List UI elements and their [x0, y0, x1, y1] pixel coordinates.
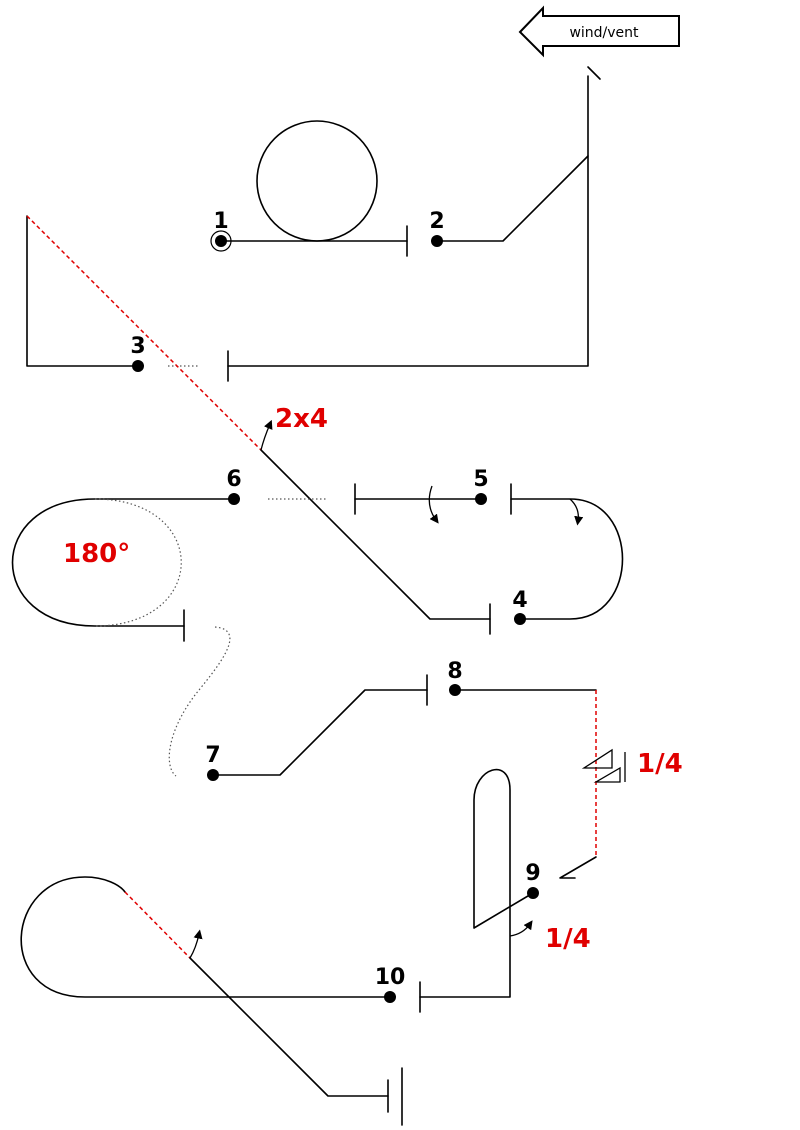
point-4-label: 4: [512, 588, 527, 613]
path-2-3: [227, 155, 589, 367]
point-4-dot: [514, 613, 526, 625]
roll-arrow-10: [189, 929, 203, 959]
figure-7-8: [212, 674, 428, 776]
snap-segment: [26, 215, 262, 451]
snap-symbol: [581, 748, 626, 783]
point-labels: 1 2 3 4 5 6 7 8 9 10: [130, 209, 540, 990]
figure-loop-1-2: [219, 120, 408, 257]
figure-2-3: [168, 66, 601, 382]
path-down-4: [260, 449, 491, 620]
point-10-label: 10: [375, 965, 406, 990]
point-markers: [132, 230, 539, 1003]
figure-6-7: [11, 498, 235, 777]
point-8-dot: [449, 684, 461, 696]
roll-annotation-2: 1/4: [545, 924, 591, 954]
point-7-dot: [207, 769, 219, 781]
point-9-dot: [527, 887, 539, 899]
humpty-9-10: [419, 768, 534, 998]
point-6-dot: [228, 493, 240, 505]
roll-arrow-9: [509, 920, 533, 937]
start-ring: [210, 230, 232, 252]
point-3-dot: [132, 360, 144, 372]
point-1-label: 1: [213, 209, 228, 234]
point-2-label: 2: [429, 209, 444, 234]
turn-annotation: 180°: [63, 539, 130, 569]
point-5-dot: [475, 493, 487, 505]
point-10-dot: [384, 991, 396, 1003]
path-9-flick: [559, 856, 597, 879]
dotted-connector-7: [168, 626, 231, 777]
figure-3-4: [26, 215, 491, 635]
point-3-label: 3: [130, 334, 145, 359]
snap-segment-10: [124, 891, 191, 959]
figure-5-6: [268, 483, 482, 524]
path-3-up: [26, 215, 139, 367]
wind-arrow: wind/vent: [518, 5, 680, 58]
wind-label: wind/vent: [569, 25, 639, 41]
figure-4-5: [510, 483, 624, 620]
point-9-label: 9: [525, 861, 540, 886]
figure-annotations: 2x4 180° 1/4 1/4: [63, 404, 683, 954]
roll-arrow-5b: [428, 485, 439, 524]
point-2-dot: [431, 235, 443, 247]
loop-10: [20, 876, 391, 998]
point-7-label: 7: [205, 743, 220, 768]
turn-loop-6: [11, 498, 235, 627]
top-flick: [587, 66, 601, 80]
roll-arrow-5a: [569, 498, 584, 526]
roll-annotation-1: 1/4: [637, 749, 683, 779]
half-loop-4-5: [510, 498, 624, 620]
path-7-8: [212, 689, 428, 776]
exit-line: [189, 957, 389, 1097]
point-1-dot: [215, 235, 227, 247]
spin-arrow: [260, 419, 273, 451]
point-6-label: 6: [226, 467, 241, 492]
loop-circle: [256, 120, 378, 242]
figure-9-10: [419, 768, 534, 1013]
point-5-label: 5: [473, 467, 488, 492]
figure-8-9: [454, 689, 626, 879]
figure-10-end: [20, 876, 403, 1126]
spin-annotation: 2x4: [275, 404, 328, 434]
point-8-label: 8: [447, 659, 462, 684]
